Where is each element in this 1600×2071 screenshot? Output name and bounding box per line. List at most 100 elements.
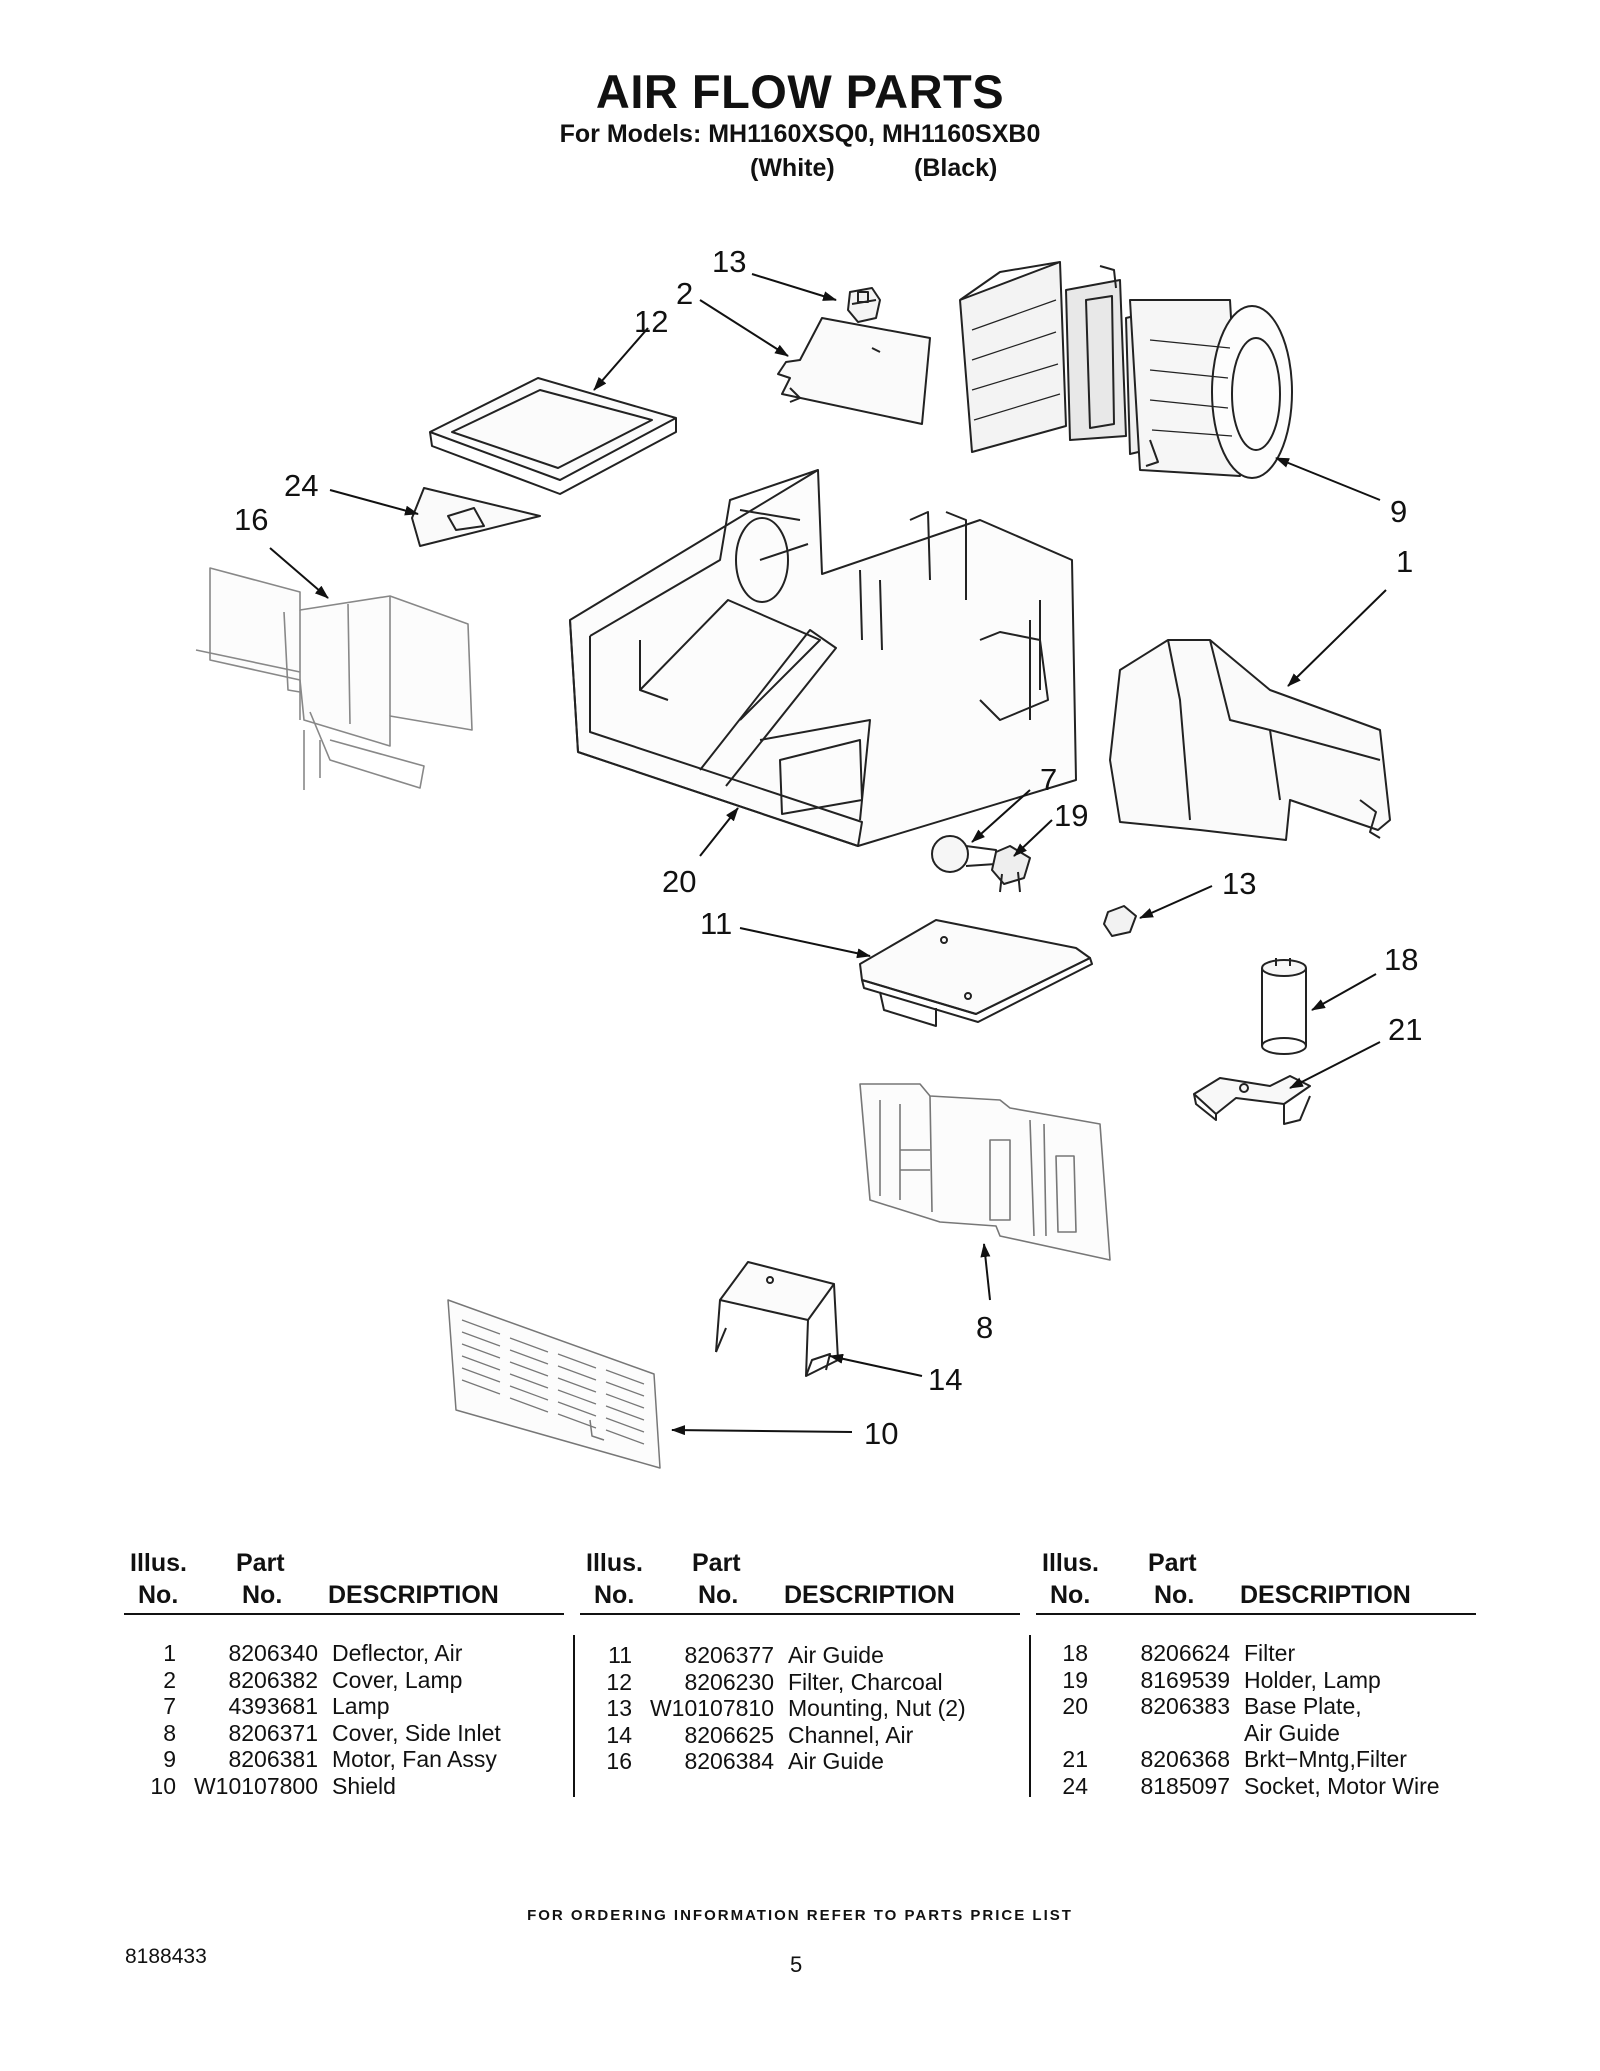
- part-number: 8185097: [1140, 1772, 1230, 1799]
- leader-13-lower: [1139, 885, 1213, 919]
- part-8-side-inlet-cover: [859, 1083, 1111, 1261]
- models-line: For Models: MH1160XSQ0, MH1160SXB0: [559, 120, 1041, 148]
- part-13-mounting-nut-lower: [1103, 905, 1137, 937]
- part-16-air-guide: [195, 567, 473, 790]
- leader-16: [269, 547, 329, 599]
- exploded-parts-diagram: 13 2 12 24 16 9 1 7 19 20 11 13 18 21 8 …: [195, 244, 1422, 1469]
- part-description: Air Guide: [788, 1642, 884, 1668]
- part-number: 4393681: [228, 1693, 318, 1719]
- part-description: Filter, Charcoal: [788, 1668, 943, 1695]
- ordering-note: FOR ORDERING INFORMATION REFER TO PARTS …: [527, 1907, 1073, 1924]
- col1-head-illus-no: No.: [138, 1581, 179, 1609]
- part-11-air-guide: [859, 919, 1093, 1027]
- illus-number: 16: [606, 1748, 632, 1774]
- leader-20: [699, 807, 739, 857]
- col1-header-rule: [124, 1613, 564, 1615]
- col3-head-part-no: No.: [1154, 1581, 1195, 1609]
- part-description: Filter: [1244, 1640, 1296, 1666]
- variant-black: (Black): [914, 154, 998, 182]
- col3-head-part: Part: [1148, 1549, 1197, 1577]
- illus-number: 9: [163, 1746, 176, 1772]
- part-14-air-channel: [715, 1261, 839, 1377]
- part-description: Mounting, Nut (2): [788, 1695, 966, 1721]
- document-number: 8188433: [125, 1945, 207, 1968]
- col2-head-desc: DESCRIPTION: [784, 1581, 955, 1609]
- part-description: Air Guide: [788, 1748, 884, 1774]
- col3-head-illus: Illus.: [1042, 1549, 1099, 1577]
- col2-head-part: Part: [692, 1549, 741, 1577]
- part-description: Cover, Side Inlet: [332, 1719, 501, 1746]
- part-description: Socket, Motor Wire: [1244, 1772, 1440, 1799]
- part-number: 8206384: [684, 1748, 774, 1774]
- col3-head-desc: DESCRIPTION: [1240, 1581, 1411, 1609]
- col1-head-part: Part: [236, 1549, 285, 1577]
- part-number: 8206377: [684, 1642, 774, 1668]
- illus-number: 8: [163, 1719, 176, 1746]
- callout-20: 20: [662, 864, 696, 899]
- leader-19: [1013, 819, 1053, 857]
- part-number: 8206368: [1140, 1746, 1230, 1772]
- illus-number: 10: [150, 1772, 176, 1799]
- part-description: Cover, Lamp: [332, 1666, 463, 1693]
- part-number: 8206340: [228, 1640, 318, 1666]
- col2-head-illus: Illus.: [586, 1549, 643, 1577]
- callout-24: 24: [284, 468, 318, 503]
- part-9-fan-motor: [959, 261, 1293, 479]
- part-19-lamp-holder: [991, 845, 1031, 893]
- part-number: W10107800: [193, 1772, 318, 1799]
- part-number: 8206381: [228, 1746, 318, 1772]
- col2-head-illus-no: No.: [594, 1581, 635, 1609]
- leader-10: [671, 1425, 853, 1436]
- part-number: 8206383: [1140, 1693, 1230, 1719]
- variant-white: (White): [750, 154, 835, 182]
- part-10-shield: [447, 1299, 661, 1469]
- leader-9: [1275, 457, 1381, 501]
- part-description: Air Guide: [1244, 1719, 1340, 1746]
- callout-2: 2: [676, 276, 693, 311]
- callout-11: 11: [700, 906, 732, 941]
- part-2-lamp-cover: [777, 317, 931, 425]
- col1-head-part-no: No.: [242, 1581, 283, 1609]
- leader-2: [699, 299, 789, 357]
- part-number: W10107810: [649, 1695, 774, 1721]
- illus-number: 20: [1062, 1693, 1088, 1719]
- illus-number: 18: [1062, 1640, 1088, 1666]
- part-description: Shield: [332, 1772, 396, 1799]
- part-18-filter: [1261, 958, 1307, 1055]
- callout-13-top: 13: [712, 244, 746, 279]
- col2-header-rule: [580, 1613, 1020, 1615]
- illus-number: 1: [163, 1640, 176, 1666]
- part-20-base-plate: [569, 469, 1077, 847]
- callout-8: 8: [976, 1310, 993, 1345]
- illus-number: 14: [606, 1721, 632, 1748]
- illus-number: 12: [606, 1668, 632, 1695]
- part-description: Holder, Lamp: [1244, 1666, 1381, 1693]
- leader-13-top: [751, 273, 837, 301]
- leader-7: [971, 789, 1031, 843]
- callout-9: 9: [1390, 494, 1407, 529]
- leader-12: [593, 327, 649, 391]
- leader-21: [1289, 1041, 1381, 1089]
- part-21-bracket: [1193, 1075, 1311, 1125]
- callout-13-lower: 13: [1222, 866, 1256, 901]
- leader-1: [1287, 589, 1387, 687]
- callout-10: 10: [864, 1416, 898, 1451]
- col-divider-2: [1029, 1635, 1031, 1797]
- part-number: 8169539: [1140, 1666, 1230, 1693]
- callout-18: 18: [1384, 942, 1418, 977]
- leader-14: [829, 1353, 923, 1377]
- part-number: 8206624: [1140, 1640, 1230, 1666]
- part-description: Motor, Fan Assy: [332, 1746, 497, 1772]
- illus-number: 7: [163, 1693, 176, 1719]
- illus-number: 24: [1062, 1772, 1088, 1799]
- part-13-mounting-nut-top: [847, 287, 881, 323]
- part-description: Deflector, Air: [332, 1640, 463, 1666]
- callout-16: 16: [234, 502, 268, 537]
- callout-1: 1: [1396, 544, 1413, 579]
- illus-number: 2: [163, 1666, 176, 1693]
- leader-8: [980, 1243, 991, 1301]
- illus-number: 11: [608, 1642, 632, 1668]
- part-number: 8206382: [228, 1666, 318, 1693]
- callout-7: 7: [1040, 762, 1057, 797]
- part-description: Lamp: [332, 1693, 390, 1719]
